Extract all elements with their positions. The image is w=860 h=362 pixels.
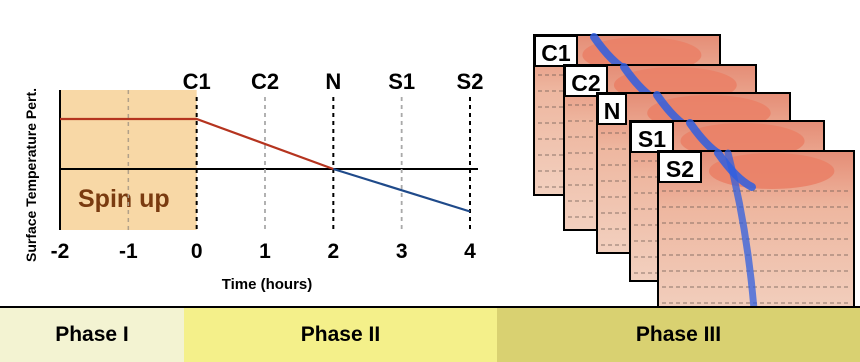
phase-1-label: Phase I [55, 323, 129, 346]
phase-bar: Phase I Phase II Phase III [0, 306, 860, 362]
x-tick-labels: -2 -1 0 1 2 3 4 [51, 240, 477, 263]
panel-s2: S2 [657, 149, 855, 318]
x-tick-label: -2 [51, 240, 70, 263]
x-tick-label: 4 [464, 240, 476, 263]
panel-label: N [604, 98, 621, 124]
panel-label-box [630, 121, 674, 153]
marker-lines: C1 C2 N S1 S2 [127, 69, 484, 230]
phase-3-label: Phase III [635, 323, 722, 346]
x-tick-label: 1 [259, 240, 271, 263]
marker-label-n: N [325, 69, 341, 94]
x-tick-label: 3 [396, 240, 408, 263]
phase-1: Phase I [0, 308, 184, 362]
panel-label-box [597, 93, 627, 125]
panel-label: S2 [666, 156, 694, 182]
vortex-column [724, 149, 758, 313]
panel-label: C1 [541, 40, 571, 66]
spinup-region [60, 90, 197, 230]
series-lines [60, 117, 471, 213]
marker-label-c2: C2 [251, 69, 279, 94]
x-axis-label: Time (hours) [222, 276, 313, 293]
y-axis-label: Surface Temperature Pert. [23, 88, 39, 262]
marker-label-s1: S1 [388, 69, 415, 94]
panel-label: S1 [638, 126, 666, 152]
panel-label-box [534, 35, 578, 67]
panel-label-box [658, 151, 702, 183]
x-tick-label: -1 [119, 240, 138, 263]
marker-label-s2: S2 [457, 69, 484, 94]
marker-label-c1: C1 [183, 69, 211, 94]
x-tick-label: 0 [191, 240, 203, 263]
panel-label: C2 [571, 70, 600, 96]
spinup-label: Spin up [78, 185, 170, 213]
series-line-2 [333, 167, 471, 213]
phase-2-label: Phase II [300, 323, 381, 346]
phase-3: Phase III [497, 308, 860, 362]
temperature-chart: Spin up C1 C2 N S1 S2 -2 -1 0 1 2 3 4 Time (hours)… [23, 69, 483, 293]
x-tick-label: 2 [327, 240, 339, 263]
series-line-1 [60, 117, 334, 171]
panel-label-box [564, 65, 608, 97]
phase-2: Phase II [184, 308, 497, 362]
